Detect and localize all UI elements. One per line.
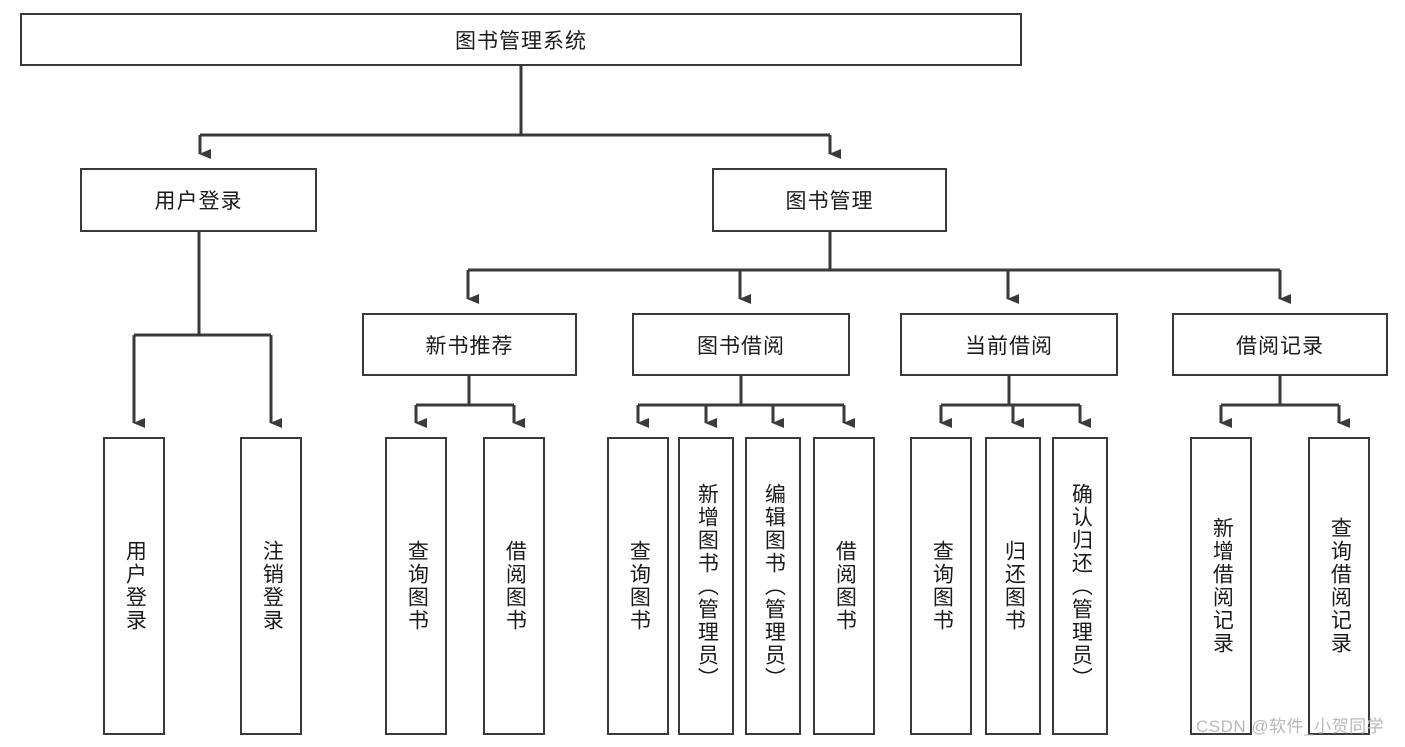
leaf-query-book-borrow[interactable]: 查询图书 [607, 437, 669, 735]
leaf-return-book[interactable]: 归还图书 [985, 437, 1041, 735]
leaf-user-login[interactable]: 用户登录 [103, 437, 165, 735]
leaf-logout-label: 注销登录 [260, 540, 284, 632]
node-root[interactable]: 图书管理系统 [20, 13, 1022, 66]
node-level2-book-borrow[interactable]: 图书借阅 [632, 313, 850, 376]
leaf-query-book-current-label: 查询图书 [930, 540, 954, 632]
leaf-add-borrow-record[interactable]: 新增借阅记录 [1190, 437, 1252, 735]
node-level2-book-borrow-label: 图书借阅 [697, 334, 785, 358]
node-level1-user-login-label: 用户登录 [154, 190, 243, 213]
leaf-user-login-label: 用户登录 [123, 540, 147, 632]
leaf-add-book-admin[interactable]: 新增图书（管理员） [678, 437, 734, 735]
node-level1-user-login[interactable]: 用户登录 [80, 168, 317, 232]
node-level2-borrow-record-label: 借阅记录 [1236, 334, 1324, 358]
watermark-text: CSDN @软件_小贺同学 [1196, 717, 1385, 736]
leaf-borrow-book-recommend[interactable]: 借阅图书 [483, 437, 545, 735]
leaf-edit-book-admin[interactable]: 编辑图书（管理员） [745, 437, 801, 735]
leaf-edit-book-admin-label: 编辑图书（管理员） [762, 482, 786, 690]
leaf-borrow-book-label: 借阅图书 [833, 540, 857, 632]
leaf-borrow-book[interactable]: 借阅图书 [813, 437, 875, 735]
leaf-logout[interactable]: 注销登录 [240, 437, 302, 735]
leaf-return-book-label: 归还图书 [1002, 540, 1026, 632]
node-level2-new-book-recommend-label: 新书推荐 [425, 334, 514, 358]
leaf-confirm-return-admin[interactable]: 确认归还（管理员） [1052, 437, 1108, 735]
leaf-query-borrow-record[interactable]: 查询借阅记录 [1308, 437, 1370, 735]
leaf-query-book-borrow-label: 查询图书 [627, 540, 651, 632]
leaf-add-book-admin-label: 新增图书（管理员） [695, 482, 719, 690]
leaf-query-borrow-record-label: 查询借阅记录 [1328, 517, 1352, 655]
leaf-query-book-current[interactable]: 查询图书 [910, 437, 972, 735]
leaf-query-book-recommend-label: 查询图书 [405, 540, 429, 632]
node-level2-new-book-recommend[interactable]: 新书推荐 [362, 313, 577, 376]
node-level1-book-management[interactable]: 图书管理 [712, 168, 947, 232]
node-level1-book-management-label: 图书管理 [785, 190, 874, 213]
node-level2-current-borrow[interactable]: 当前借阅 [900, 313, 1118, 376]
leaf-borrow-book-recommend-label: 借阅图书 [503, 540, 527, 632]
node-level2-borrow-record[interactable]: 借阅记录 [1172, 313, 1388, 376]
leaf-query-book-recommend[interactable]: 查询图书 [385, 437, 447, 735]
leaf-confirm-return-admin-label: 确认归还（管理员） [1069, 482, 1093, 690]
leaf-add-borrow-record-label: 新增借阅记录 [1210, 517, 1234, 655]
node-root-label: 图书管理系统 [455, 29, 587, 53]
node-level2-current-borrow-label: 当前借阅 [965, 334, 1053, 358]
